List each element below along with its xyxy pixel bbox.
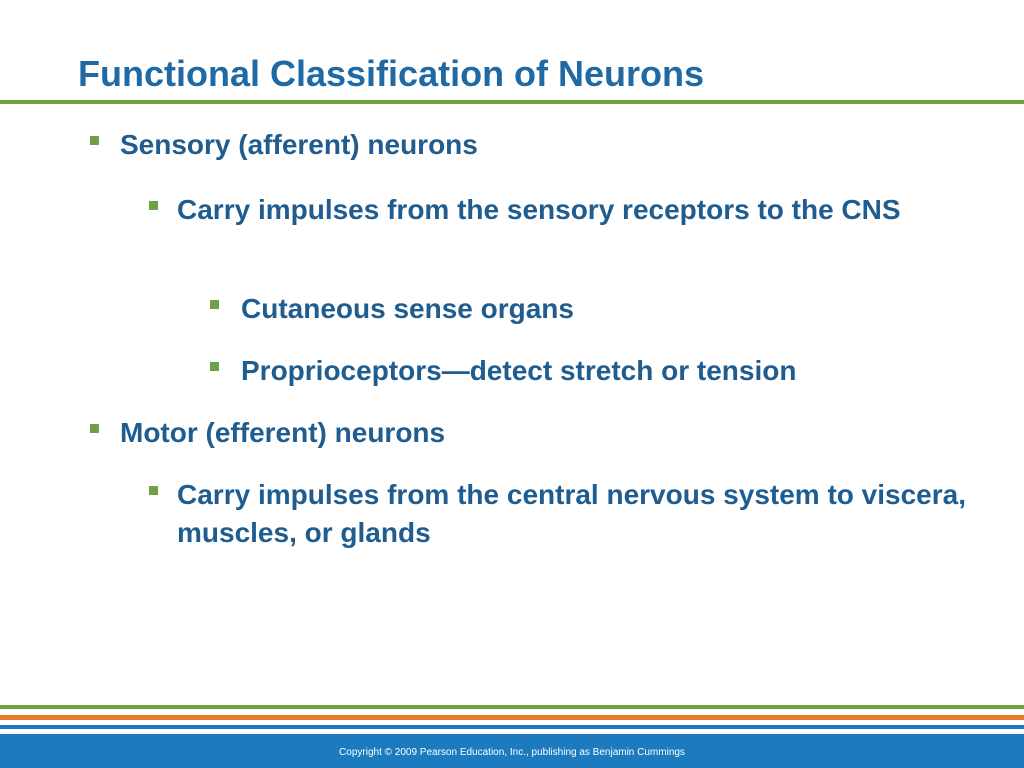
bullet-text: Carry impulses from the sensory receptor…: [177, 194, 901, 225]
square-bullet-icon: [90, 424, 99, 433]
slide-title: Functional Classification of Neurons: [78, 53, 705, 94]
copyright-footer: Copyright © 2009 Pearson Education, Inc.…: [339, 747, 685, 758]
bullet-item-level-1: Motor (efferent) neurons: [90, 414, 980, 452]
bullet-text: Cutaneous sense organs: [241, 293, 574, 324]
title-divider: [0, 100, 1024, 104]
bullet-text: Proprioceptors—detect stretch or tension: [241, 355, 797, 386]
square-bullet-icon: [90, 136, 99, 145]
square-bullet-icon: [210, 362, 219, 371]
footer-stripe-blue: [0, 725, 1024, 729]
bullet-item-level-1: Sensory (afferent) neurons: [90, 126, 980, 164]
footer-stripe-orange: [0, 715, 1024, 720]
bullet-item-level-2: Carry impulses from the central nervous …: [149, 476, 967, 552]
bullet-item-level-2: Carry impulses from the sensory receptor…: [149, 191, 967, 229]
footer-stripe-green: [0, 705, 1024, 709]
bullet-item-level-3: Cutaneous sense organs: [210, 290, 981, 328]
bullet-text: Motor (efferent) neurons: [120, 417, 446, 448]
square-bullet-icon: [149, 486, 158, 495]
bullet-text: Carry impulses from the central nervous …: [177, 479, 966, 548]
footer-bar: [0, 734, 1024, 768]
bullet-text: Sensory (afferent) neurons: [120, 129, 478, 160]
square-bullet-icon: [210, 300, 219, 309]
square-bullet-icon: [149, 201, 158, 210]
bullet-item-level-3: Proprioceptors—detect stretch or tension: [210, 352, 1001, 390]
